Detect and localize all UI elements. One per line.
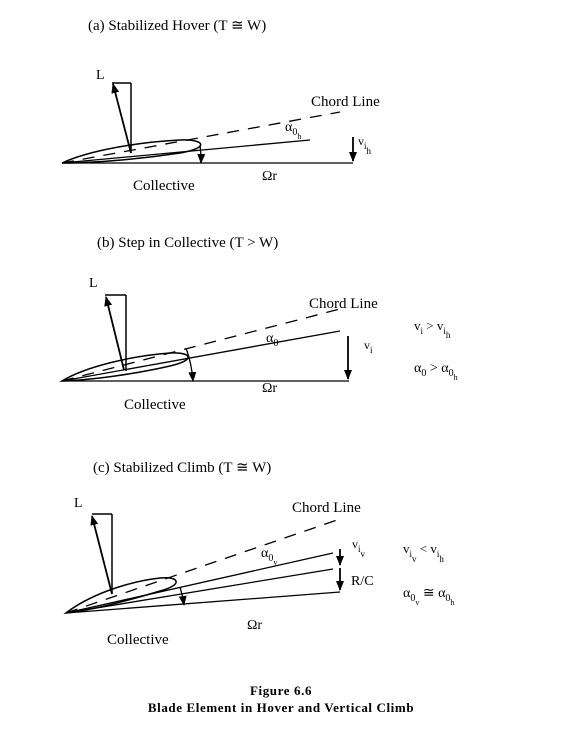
panel-b-collective-arc — [185, 347, 197, 382]
panel-c-collective-label: Collective — [107, 632, 169, 648]
panel-c-lift-label: L — [74, 496, 83, 511]
panel-b: (b) Step in Collective (T > W) L Chord L… — [59, 235, 458, 413]
panel-c-vi-relation: viv < vih — [403, 541, 444, 564]
panel-a-relative-wind — [61, 139, 311, 164]
panel-b-lift-vector — [104, 296, 125, 371]
panel-c-lift-vector — [90, 515, 113, 595]
panel-a: (a) Stabilized Hover (T ≅ W) L Chord Lin… — [61, 18, 380, 194]
panel-b-relative-wind — [61, 330, 341, 382]
panel-c-airfoil — [63, 576, 177, 615]
panel-b-chord-line — [61, 308, 341, 382]
panel-b-collective-label: Collective — [124, 397, 186, 413]
panel-a-vi-label: vih — [358, 134, 372, 156]
panel-a-chord-label: Chord Line — [311, 94, 380, 110]
panel-a-lift-vector — [111, 83, 132, 154]
panel-b-vi-label: vi — [364, 338, 373, 355]
panel-c-relative-wind-upper — [65, 552, 334, 614]
panel-a-title: (a) Stabilized Hover (T ≅ W) — [88, 18, 266, 34]
panel-a-collective-label: Collective — [133, 178, 195, 194]
panel-c-chord-line — [65, 518, 341, 614]
figure-number: Figure 6.6 — [250, 683, 312, 698]
figure-caption: Blade Element in Hover and Vertical Clim… — [148, 700, 414, 715]
panel-b-title: (b) Step in Collective (T > W) — [97, 235, 278, 251]
panel-c-alpha-relation: α0v ≅ α0h — [403, 586, 454, 607]
panel-c-title: (c) Stabilized Climb (T ≅ W) — [93, 460, 271, 476]
panel-a-omega-r-label: Ωr — [262, 169, 277, 184]
panel-a-airfoil — [61, 139, 202, 164]
panel-a-chord-line — [61, 111, 341, 164]
panel-a-alpha-label: α0h — [285, 120, 301, 141]
panel-b-alpha-relation: α0 > α0h — [414, 361, 458, 382]
panel-c-omega-r-label: Ωr — [247, 618, 262, 633]
panel-c-omega-r-line — [65, 591, 341, 614]
panel-c-alpha-label: α0v — [261, 546, 277, 567]
panel-c-rc-label: R/C — [351, 574, 374, 589]
panel-a-collective-arc — [197, 144, 206, 164]
panel-a-lift-label: L — [96, 68, 105, 83]
panel-b-chord-label: Chord Line — [309, 296, 378, 312]
panel-c-vi-label: viv — [352, 537, 366, 559]
panel-b-airfoil — [59, 352, 189, 382]
panel-b-vi-relation: vi > vih — [414, 318, 451, 340]
panel-b-omega-r-label: Ωr — [262, 381, 277, 396]
panel-c: (c) Stabilized Climb (T ≅ W) L Chord Lin… — [63, 460, 454, 648]
panel-c-relative-wind-lower — [65, 568, 334, 614]
panel-c-collective-arc — [178, 586, 187, 606]
panel-b-lift-label: L — [89, 276, 98, 291]
panel-c-chord-label: Chord Line — [292, 500, 361, 516]
panel-b-alpha-label: α0 — [266, 331, 278, 349]
